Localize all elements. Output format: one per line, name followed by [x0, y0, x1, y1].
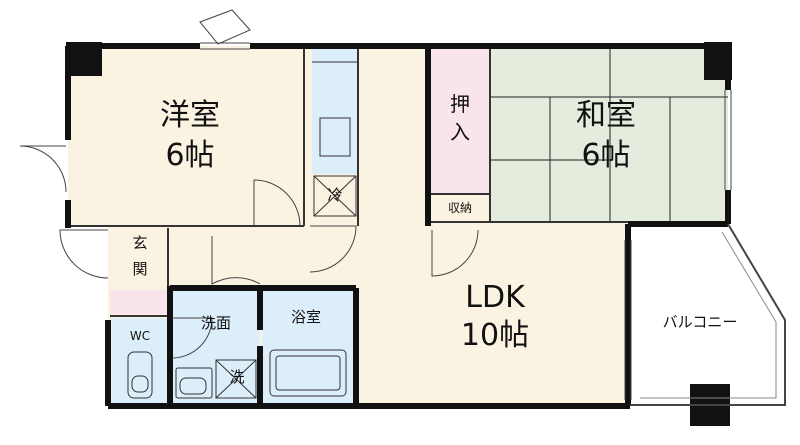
western-room-floor: [68, 46, 304, 226]
tatami-lines: [490, 46, 728, 222]
fixtures: [127, 349, 347, 399]
washroom-label: 洗面: [200, 314, 231, 332]
balcony-label: バルコニー: [662, 313, 738, 331]
balcony-outline: [630, 223, 786, 406]
kitchen-counter: [312, 48, 358, 174]
japanese-room-floor: [490, 46, 728, 222]
fridge-space-label: 冷: [327, 186, 343, 204]
entrance-label-2: 関: [132, 260, 148, 278]
oshiire-label-2: 入: [450, 120, 470, 144]
interior-walls: [68, 46, 628, 318]
western-room-name: 洋室: [160, 98, 220, 133]
washer-space-label: 洗: [229, 368, 245, 386]
entrance-step: [110, 290, 168, 314]
toilet-floor: [110, 318, 168, 404]
kitchen-details: [312, 61, 358, 217]
storage-label: 収納: [447, 201, 472, 215]
toilet-label: WC: [129, 329, 151, 343]
ldk-size: 10帖: [460, 318, 530, 353]
windows: [200, 42, 732, 400]
oshiire-floor: [430, 46, 490, 194]
ldk-name: LDK: [465, 280, 525, 315]
japanese-room-size: 6帖: [581, 138, 631, 173]
storage-floor: [430, 196, 490, 222]
door-swings: [19, 9, 479, 359]
entrance-label-1: 玄: [132, 234, 148, 252]
walls: [65, 43, 731, 409]
western-room-size: 6帖: [165, 138, 215, 173]
bathroom-label: 浴室: [290, 308, 321, 326]
oshiire-label-1: 押: [450, 92, 470, 116]
japanese-room-name: 和室: [576, 98, 636, 133]
entrance-floor: [110, 228, 168, 288]
balcony-inner: [640, 231, 777, 399]
